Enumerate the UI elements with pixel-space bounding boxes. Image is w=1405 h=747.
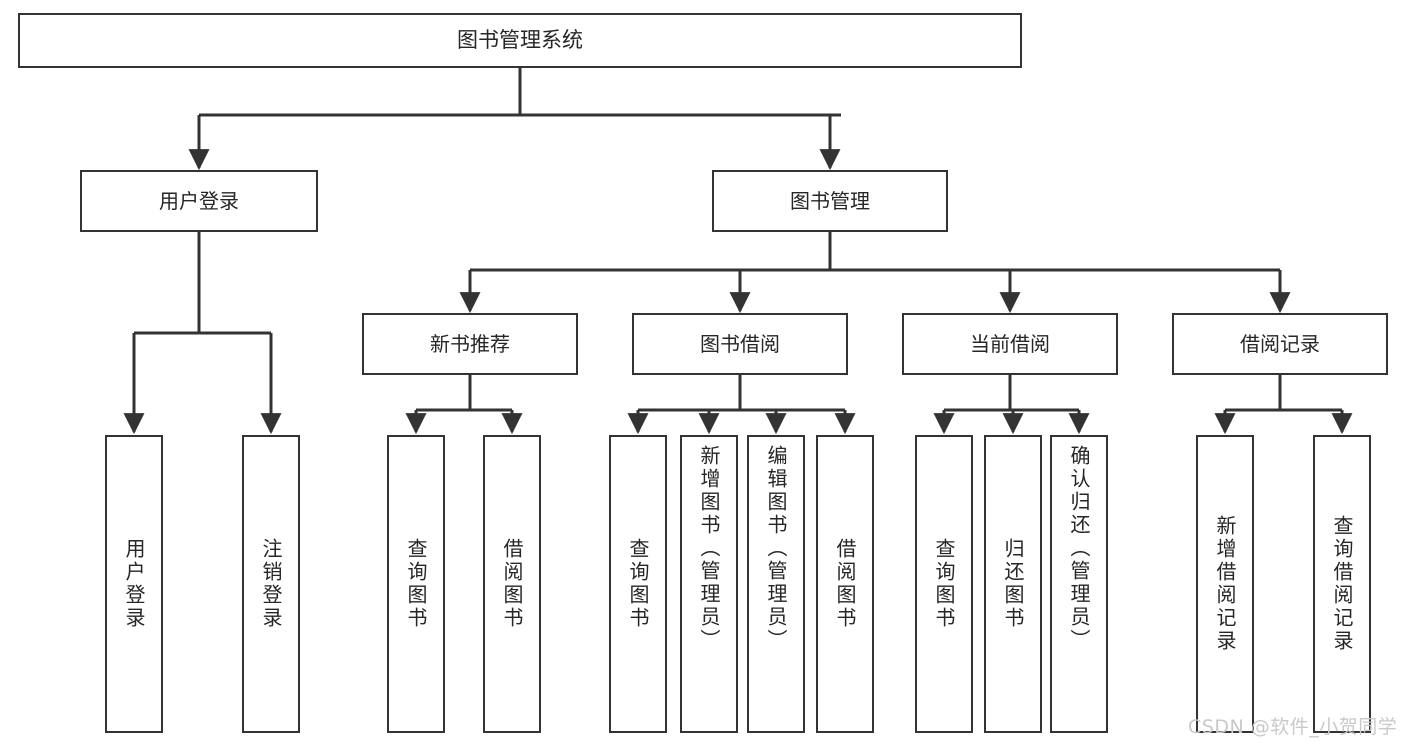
node-leaf-query-book-3-label: 查询图书 bbox=[932, 538, 956, 630]
node-user-login[interactable]: 用户登录 bbox=[80, 170, 318, 232]
node-leaf-query-book-1[interactable]: 查询图书 bbox=[387, 435, 445, 733]
node-new-book-rec-label: 新书推荐 bbox=[430, 331, 510, 356]
node-book-borrow[interactable]: 图书借阅 bbox=[632, 313, 848, 375]
node-leaf-borrow-book-1-label: 借阅图书 bbox=[500, 538, 524, 630]
node-leaf-return-book[interactable]: 归还图书 bbox=[984, 435, 1042, 733]
node-leaf-query-record-label: 查询借阅记录 bbox=[1330, 515, 1354, 653]
node-leaf-return-book-label: 归还图书 bbox=[1001, 538, 1025, 630]
node-leaf-borrow-book-2[interactable]: 借阅图书 bbox=[816, 435, 874, 733]
node-leaf-add-book-label: 新增图书（管理员） bbox=[697, 445, 721, 652]
node-root[interactable]: 图书管理系统 bbox=[18, 13, 1022, 68]
node-leaf-logout-login[interactable]: 注销登录 bbox=[242, 435, 300, 733]
node-leaf-confirm-return-label: 确认归还（管理员） bbox=[1067, 445, 1091, 652]
node-leaf-confirm-return[interactable]: 确认归还（管理员） bbox=[1050, 435, 1108, 733]
node-leaf-query-book-3[interactable]: 查询图书 bbox=[915, 435, 973, 733]
node-current-borrow-label: 当前借阅 bbox=[970, 331, 1050, 356]
node-leaf-add-book[interactable]: 新增图书（管理员） bbox=[680, 435, 738, 733]
node-root-label: 图书管理系统 bbox=[457, 28, 583, 53]
node-book-borrow-label: 图书借阅 bbox=[700, 331, 780, 356]
node-leaf-edit-book-label: 编辑图书（管理员） bbox=[764, 445, 788, 652]
node-current-borrow[interactable]: 当前借阅 bbox=[902, 313, 1118, 375]
node-leaf-query-book-2[interactable]: 查询图书 bbox=[609, 435, 667, 733]
node-leaf-logout-login-label: 注销登录 bbox=[259, 538, 283, 630]
node-leaf-add-record[interactable]: 新增借阅记录 bbox=[1196, 435, 1254, 733]
node-leaf-query-book-1-label: 查询图书 bbox=[404, 538, 428, 630]
node-leaf-query-record[interactable]: 查询借阅记录 bbox=[1313, 435, 1371, 733]
node-leaf-add-record-label: 新增借阅记录 bbox=[1213, 515, 1237, 653]
node-new-book-rec[interactable]: 新书推荐 bbox=[362, 313, 578, 375]
node-leaf-user-login-label: 用户登录 bbox=[122, 538, 146, 630]
node-user-login-label: 用户登录 bbox=[159, 188, 239, 213]
node-leaf-user-login[interactable]: 用户登录 bbox=[105, 435, 163, 733]
node-book-manage[interactable]: 图书管理 bbox=[712, 170, 948, 232]
node-leaf-borrow-book-2-label: 借阅图书 bbox=[833, 538, 857, 630]
csdn-watermark: CSDN @软件_小贺同学 bbox=[1188, 716, 1398, 738]
node-leaf-edit-book[interactable]: 编辑图书（管理员） bbox=[747, 435, 805, 733]
node-leaf-query-book-2-label: 查询图书 bbox=[626, 538, 650, 630]
node-book-manage-label: 图书管理 bbox=[790, 188, 870, 213]
node-leaf-borrow-book-1[interactable]: 借阅图书 bbox=[483, 435, 541, 733]
node-borrow-record-label: 借阅记录 bbox=[1240, 331, 1320, 356]
node-borrow-record[interactable]: 借阅记录 bbox=[1172, 313, 1388, 375]
